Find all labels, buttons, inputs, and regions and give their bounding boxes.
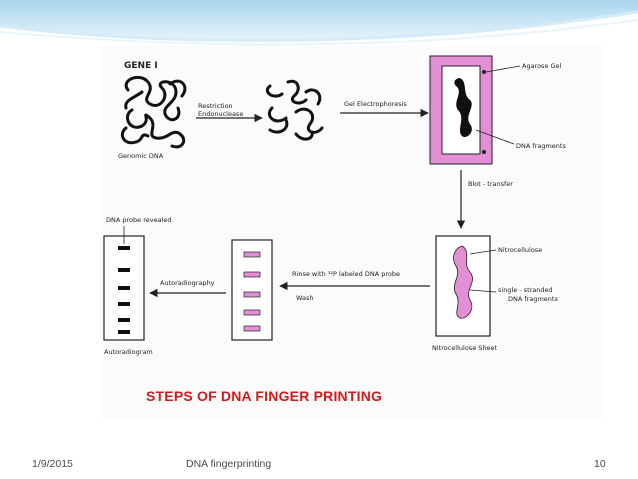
dna-fragments-label-top: DNA fragments	[516, 142, 566, 150]
wash-label: Wash	[296, 294, 314, 302]
rinse-probe-label: Rinse with ³²P labeled DNA probe	[292, 270, 400, 278]
autoradiogram-label: Autoradiogram	[104, 348, 153, 356]
nitrocellulose-sheet-label: Nitrocellulose Sheet	[432, 344, 498, 352]
autoradiogram	[104, 236, 144, 340]
footer-topic: DNA fingerprinting	[186, 458, 271, 470]
nitrocellulose-label: Nitrocellulose	[498, 246, 542, 254]
restriction-label-1: Restriction	[198, 102, 233, 110]
restriction-label-2: Endonuclease	[198, 110, 243, 118]
probed-membrane	[232, 240, 272, 340]
agarose-gel	[430, 56, 492, 164]
footer-page-number: 10	[594, 458, 606, 470]
autoradiography-label: Autoradiography	[160, 279, 215, 287]
agarose-gel-label: Agarose Gel	[522, 62, 562, 70]
single-stranded-label-2: DNA fragments	[508, 295, 558, 303]
dna-probe-revealed-label: DNA probe revealed	[106, 216, 172, 224]
gel-electrophoresis-label: Gel Electrophoresis	[344, 100, 407, 108]
top-banner	[0, 0, 638, 44]
footer-date: 1/9/2015	[32, 458, 73, 470]
gene-label: GENE I	[124, 61, 158, 71]
genomic-dna-label: Genomic DNA	[118, 152, 164, 160]
blot-transfer-label: Blot - transfer	[468, 180, 513, 188]
nitrocellulose-sheet	[436, 236, 490, 336]
slide-caption: STEPS OF DNA FINGER PRINTING	[146, 388, 382, 404]
single-stranded-label-1: single - stranded	[498, 286, 553, 294]
